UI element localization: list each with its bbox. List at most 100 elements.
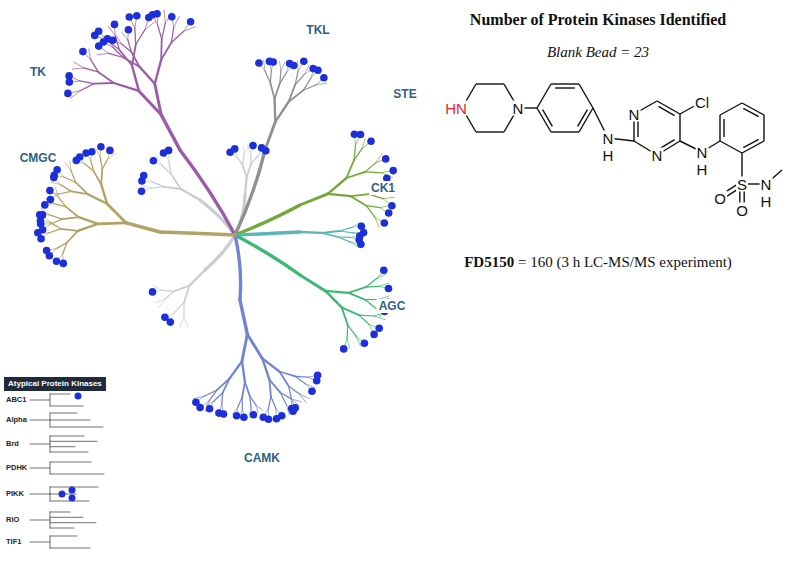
kinase-dot (165, 147, 173, 155)
kinase-branch (126, 223, 160, 232)
kinase-branch (275, 83, 280, 99)
kinase-branch (30, 494, 50, 495)
kinase-branch (50, 446, 75, 447)
chemical-bond (723, 119, 724, 137)
family-label: TIF1 (6, 538, 21, 546)
kinase-branch (30, 468, 50, 469)
kinase-branch (375, 217, 379, 227)
kinase-branch (242, 154, 244, 165)
kinase-branch (366, 206, 380, 208)
kinase-branch (50, 512, 51, 528)
chemical-bond (719, 115, 720, 141)
kinase-branch (60, 185, 71, 192)
kinase-branch (89, 49, 91, 60)
kinase-dot (53, 257, 61, 265)
kinase-trunk (235, 235, 241, 300)
kinase-branch (340, 227, 352, 231)
kinase-branch (349, 287, 366, 293)
kinase-branch (303, 85, 316, 91)
kinase-dot (314, 66, 322, 74)
kinase-branch (135, 28, 136, 45)
kinase-dot (65, 72, 73, 80)
kinase-branch (194, 396, 205, 399)
kinase-branch (351, 194, 369, 196)
kinase-branch (271, 397, 276, 409)
chemical-bond (720, 103, 742, 115)
kinase-branch (214, 393, 223, 401)
kinase-branch (265, 71, 270, 83)
kinase-branch (50, 427, 103, 428)
result-line: Blank Bead = 23 (547, 45, 649, 60)
kinase-branch (50, 413, 77, 414)
kinase-dot (231, 145, 239, 153)
family-label: PIKK (6, 490, 24, 498)
kinase-dot (43, 247, 51, 255)
kinase-branch (152, 182, 165, 187)
chemical-bond (763, 115, 764, 141)
kinase-branch (30, 520, 50, 521)
kinase-trunk (235, 235, 300, 275)
kinase-branch (342, 307, 348, 325)
kinase-branch (366, 279, 377, 288)
kinase-branch (70, 161, 71, 170)
kinase-branch (30, 420, 50, 421)
kinase-dot (187, 18, 195, 26)
kinase-branch (30, 542, 50, 543)
kinase-branch (280, 62, 281, 71)
kinase-dot (161, 313, 169, 321)
kinase-branch (113, 48, 123, 58)
kinase-branch (98, 72, 114, 83)
kinase-branch (240, 300, 247, 334)
kinase-dot (88, 148, 96, 156)
kinase-dot (382, 155, 390, 163)
kinase-dot (381, 219, 389, 227)
kinase-branch (325, 291, 348, 293)
kinase-branch (66, 207, 79, 218)
kinase-dot (95, 27, 103, 35)
kinase-branch (289, 90, 304, 102)
kinase-branch (280, 73, 287, 84)
kinase-branch (155, 84, 161, 115)
kinase-branch (50, 536, 77, 537)
kinase-branch (265, 122, 275, 150)
kinase-branch (171, 174, 181, 189)
kinase-branch (374, 316, 385, 320)
kinase-dot (206, 405, 214, 413)
kinase-branch (180, 317, 184, 328)
kinase-branch (80, 84, 94, 91)
compound-name: FD5150 (464, 254, 514, 270)
kinase-branch (169, 161, 172, 174)
chemical-bond (578, 110, 588, 127)
chemical-bond (679, 114, 680, 141)
family-label: PDHK (6, 464, 27, 472)
kinase-branch (74, 62, 84, 68)
kinase-branch (340, 231, 354, 233)
kinase-dot (308, 387, 316, 395)
kinase-branch (230, 361, 242, 378)
chemical-bond (537, 84, 551, 108)
kinase-branch (114, 83, 139, 91)
kinase-branch (91, 60, 99, 72)
kinase-branch (50, 394, 70, 395)
kinase-dot (69, 495, 76, 502)
kinase-dot (125, 26, 133, 34)
family-label: Alpha (6, 416, 27, 424)
kinase-trunk (235, 205, 300, 235)
family-label: TK (28, 65, 48, 79)
kinase-branch (136, 30, 145, 45)
kinase-branch (128, 40, 132, 52)
kinase-dot (260, 413, 268, 421)
kinase-branch (97, 53, 108, 54)
legend-header: Atypical Protein Kinases (4, 377, 106, 391)
kinase-branch (247, 164, 252, 177)
kinase-branch (30, 400, 50, 401)
kinase-branch (275, 102, 288, 122)
kinase-dot (59, 491, 66, 498)
kinase-branch (119, 50, 132, 66)
atom-label: H (602, 148, 615, 163)
kinase-branch (164, 10, 165, 23)
kinase-branch (365, 300, 376, 308)
kinase-dot (76, 153, 84, 161)
kinase-trunk (235, 150, 265, 235)
